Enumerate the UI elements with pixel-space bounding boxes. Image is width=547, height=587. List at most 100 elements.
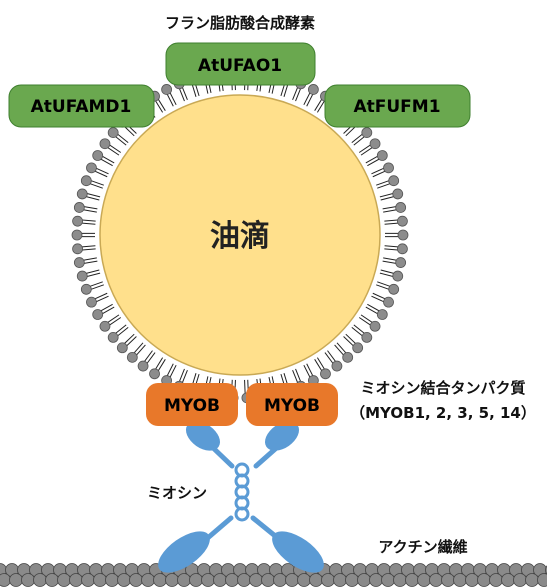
enzyme-group-label: フラン脂肪酸合成酵素 [165, 14, 315, 32]
lipid-head [376, 150, 388, 161]
lipid-head [86, 162, 97, 174]
actin-bead [321, 573, 335, 587]
lipid-head [369, 320, 381, 332]
lipid-head [307, 84, 319, 95]
lipid-head [369, 138, 381, 150]
actin-bead [45, 573, 59, 587]
lipid-head [76, 188, 88, 200]
actin-bead [177, 573, 191, 587]
enzyme-ufao1: AtUFAO1 [165, 42, 316, 86]
myosin-head-right-top [264, 421, 300, 451]
lipid-head [80, 175, 92, 187]
lipid-head [73, 257, 85, 268]
actin-bead [33, 573, 47, 587]
enzyme-fufm1: AtFUFM1 [324, 84, 471, 128]
lipid-head [149, 368, 160, 380]
lipid-head [80, 283, 92, 295]
actin-bead [441, 573, 455, 587]
enzyme-label: AtFUFM1 [353, 97, 440, 117]
actin-bead [537, 573, 547, 587]
actin-bead [69, 573, 83, 587]
lipid-head [361, 127, 373, 139]
lipid-head [392, 188, 404, 200]
myob-members-label: （MYOB1, 2, 3, 5, 14） [350, 404, 536, 422]
actin-bead [153, 573, 167, 587]
actin-bead [453, 573, 467, 587]
actin-bead [237, 573, 251, 587]
actin-bead [477, 573, 491, 587]
enzyme-ufamd1: AtUFAMD1 [8, 84, 155, 128]
lipid-head [397, 229, 409, 241]
lipid-head [137, 360, 149, 372]
actin-bead [9, 573, 23, 587]
actin-bead [501, 573, 515, 587]
actin-bead [381, 573, 395, 587]
lipid-head [86, 296, 97, 308]
myob-right: MYOB [246, 383, 338, 426]
myob-group-label: ミオシン結合タンパク質 [360, 379, 525, 397]
lipid-head [395, 257, 407, 268]
lipid-head [376, 309, 388, 320]
actin-bead [417, 573, 431, 587]
actin-bead [165, 573, 179, 587]
myosin-head-left-top [185, 421, 221, 451]
actin-bead [357, 573, 371, 587]
actin-bead [57, 573, 71, 587]
actin-bead [465, 573, 479, 587]
actin-bead [189, 573, 203, 587]
lipid-head [72, 215, 83, 227]
myob-label: MYOB [164, 396, 220, 416]
actin-filament [0, 563, 547, 587]
actin-bead [0, 573, 11, 587]
lipid-head [320, 368, 331, 380]
lipid-head [397, 215, 408, 227]
lipid-head [72, 243, 83, 255]
actin-bead [261, 573, 275, 587]
actin-bead [249, 573, 263, 587]
lipid-head [76, 270, 88, 282]
actin-bead [393, 573, 407, 587]
actin-bead [105, 573, 119, 587]
lipid-head [331, 360, 343, 372]
lipid-head [383, 296, 394, 308]
actin-bead [333, 573, 347, 587]
myosin-head-left-bottom [158, 531, 210, 573]
myosin-label: ミオシン [147, 484, 207, 502]
myob-left: MYOB [146, 383, 238, 426]
lipid-head [361, 331, 373, 343]
actin-bead [273, 573, 287, 587]
actin-bead [297, 573, 311, 587]
myob-label: MYOB [264, 396, 320, 416]
actin-bead [141, 573, 155, 587]
actin-bead [201, 573, 215, 587]
enzyme-label: AtUFAMD1 [31, 97, 132, 117]
actin-bead [405, 573, 419, 587]
actin-bead [213, 573, 227, 587]
enzyme-label: AtUFAO1 [198, 56, 282, 76]
lipid-head [107, 127, 119, 139]
actin-bead [117, 573, 131, 587]
lipid-head [352, 342, 364, 354]
actin-bead [525, 573, 539, 587]
actin-bead [81, 573, 95, 587]
actin-label: アクチン繊維 [378, 538, 467, 556]
lipid-head [92, 309, 104, 320]
lipid-head [107, 331, 119, 343]
actin-bead [345, 573, 359, 587]
myosin-head-right-bottom [272, 531, 324, 573]
lipid-head [99, 320, 111, 332]
actin-bead [513, 573, 527, 587]
lipid-head [383, 162, 394, 174]
droplet-label: 油滴 [210, 219, 270, 254]
lipid-head [126, 351, 138, 363]
oil-droplet [99, 94, 381, 376]
myosin [158, 421, 324, 573]
actin-bead [369, 573, 383, 587]
lipid-head [395, 202, 407, 213]
lipid-head [392, 270, 404, 282]
lipid-head [71, 229, 83, 241]
lipid-head [388, 175, 400, 187]
lipid-head [116, 342, 128, 354]
lipid-head [99, 138, 111, 150]
lipid-head [388, 283, 400, 295]
